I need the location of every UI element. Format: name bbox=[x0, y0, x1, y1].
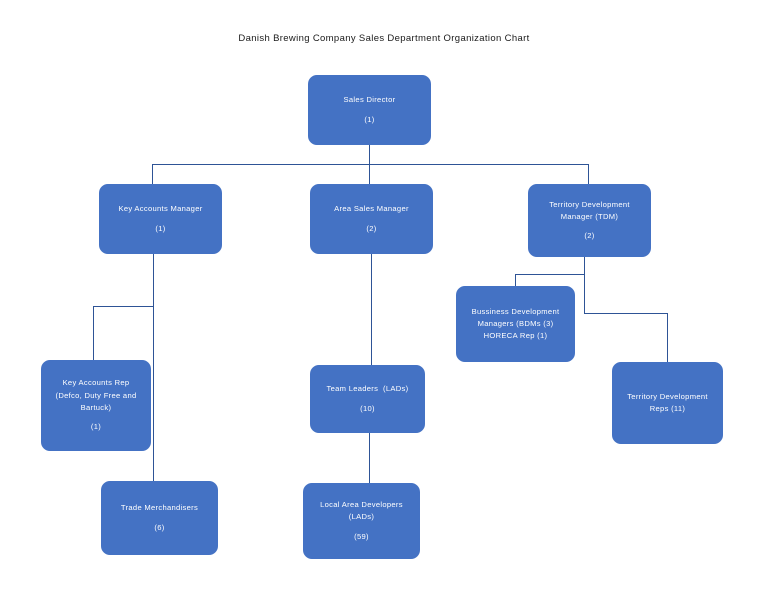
node-key-accounts-rep[interactable]: Key Accounts Rep (Defco, Duty Free and B… bbox=[41, 360, 151, 451]
node-bdm-line2: Managers (BDMs (3) bbox=[477, 318, 554, 328]
node-sales-director-line1: Sales Director bbox=[343, 95, 396, 105]
node-trade-merchandisers[interactable]: Trade Merchandisers (6) bbox=[101, 481, 218, 555]
node-lads-line1: Local Area Developers bbox=[320, 500, 403, 510]
connector-bdm-drop bbox=[515, 274, 516, 286]
node-key-accounts-rep-line4: (1) bbox=[90, 422, 102, 432]
node-key-accounts-rep-line1: Key Accounts Rep bbox=[62, 378, 130, 388]
node-bdm-line3: HORECA Rep (1) bbox=[483, 331, 548, 341]
connector-territory-reps-drop bbox=[667, 313, 668, 362]
node-business-development-managers[interactable]: Bussiness Development Managers (BDMs (3)… bbox=[456, 286, 575, 362]
node-territory-reps-line2: Reps (11) bbox=[649, 404, 686, 413]
node-team-leaders-line2: (10) bbox=[360, 403, 375, 413]
node-territory-development-manager[interactable]: Territory Development Manager (TDM) (2) bbox=[528, 184, 651, 257]
node-area-sales-manager-line2: (2) bbox=[366, 223, 377, 233]
connector-tdm-spine bbox=[584, 256, 585, 314]
node-tdm-line3: (2) bbox=[584, 231, 595, 241]
connector-tdm-to-territory-reps bbox=[584, 313, 668, 314]
node-local-area-developers[interactable]: Local Area Developers (LADs) (59) bbox=[303, 483, 420, 559]
node-key-accounts-manager[interactable]: Key Accounts Manager (1) bbox=[99, 184, 222, 254]
node-team-leaders[interactable]: Team Leaders (LADs) (10) bbox=[310, 365, 425, 433]
connector-bus-to-key-accounts-manager bbox=[152, 164, 153, 184]
node-bdm-line1: Bussiness Development bbox=[471, 306, 560, 316]
connector-director-to-bus bbox=[369, 144, 370, 165]
node-lads-line3: (59) bbox=[354, 531, 369, 541]
connector-team-leaders-to-lads bbox=[369, 433, 370, 483]
chart-title: Danish Brewing Company Sales Department … bbox=[238, 33, 530, 44]
node-territory-development-reps[interactable]: Territory Development Reps (11) bbox=[612, 362, 723, 444]
node-sales-director-line2: (1) bbox=[364, 114, 375, 124]
connector-kam-to-trade-merchandisers bbox=[153, 470, 154, 491]
node-key-accounts-manager-line1: Key Accounts Manager bbox=[118, 204, 203, 214]
node-tdm-line2: Manager (TDM) bbox=[560, 211, 619, 221]
node-key-accounts-manager-line2: (1) bbox=[155, 223, 166, 233]
node-tdm-line1: Territory Development bbox=[549, 199, 630, 209]
node-team-leaders-line1: Team Leaders (LADs) bbox=[326, 384, 409, 394]
connector-asm-to-team-leaders bbox=[371, 253, 372, 365]
node-trade-merchandisers-line2: (6) bbox=[154, 522, 165, 532]
node-territory-reps-line1: Territory Development bbox=[627, 391, 708, 401]
connector-bus-to-area-sales-manager bbox=[369, 164, 370, 184]
connector-level2-bus bbox=[152, 164, 589, 165]
node-sales-director[interactable]: Sales Director (1) bbox=[308, 75, 431, 145]
connector-kam-spine bbox=[153, 253, 154, 491]
node-key-accounts-rep-line3: Bartuck) bbox=[80, 403, 112, 412]
connector-bus-to-tdm bbox=[588, 164, 589, 184]
connector-tdm-to-bdm bbox=[515, 274, 585, 275]
node-key-accounts-rep-line2: (Defco, Duty Free and bbox=[55, 390, 137, 400]
node-lads-line2: (LADs) bbox=[348, 512, 375, 522]
node-area-sales-manager[interactable]: Area Sales Manager (2) bbox=[310, 184, 433, 254]
node-trade-merchandisers-line1: Trade Merchandisers bbox=[120, 503, 199, 513]
node-area-sales-manager-line1: Area Sales Manager bbox=[334, 204, 409, 214]
connector-key-accounts-rep-drop bbox=[93, 306, 94, 360]
connector-kam-to-key-accounts-rep bbox=[93, 306, 154, 307]
